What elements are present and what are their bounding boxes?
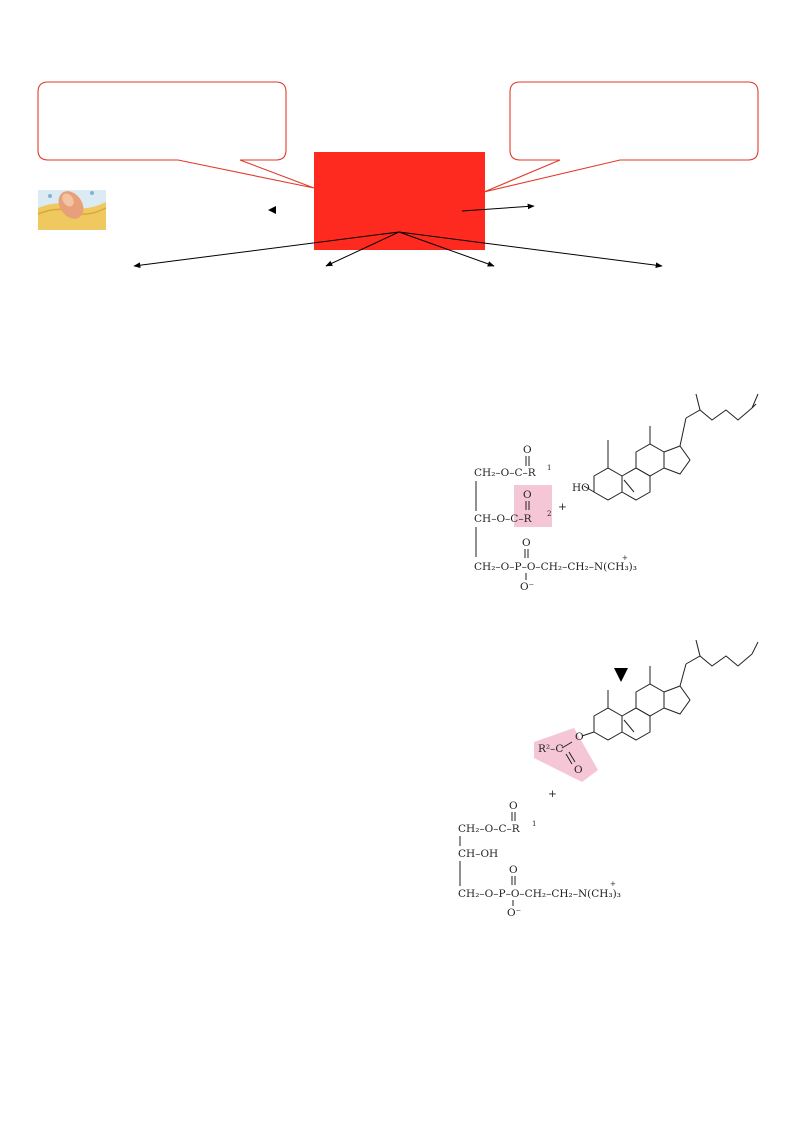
center-enzyme-box [314, 152, 485, 250]
bottom-r1-sup: 1 [532, 820, 536, 828]
left-small-arrowhead [268, 206, 276, 214]
bottom-plus-sign: + [548, 788, 557, 800]
top-r2-highlight [514, 485, 552, 527]
bottom-ester-o: O [575, 731, 584, 743]
top-phosphate-group: CH₂–O–P–O–CH₂–CH₂–N(CH₃)₃ [474, 561, 637, 573]
bottom-ester-highlight [534, 728, 598, 782]
left-callout-bubble [37, 81, 315, 189]
cell-membrane-icon [37, 190, 107, 230]
right-callout-bubble [483, 81, 759, 193]
top-r2-sup: 2 [547, 510, 551, 518]
top-plus-sign: + [558, 501, 567, 513]
down-arrow-2 [325, 231, 400, 267]
bottom-n-plus: + [610, 880, 616, 888]
bottom-reaction-panel: O R²–C O + O CH₂–O–C–R 1 CH–OH O CH₂–O–P… [443, 630, 759, 919]
cholesterol-structure-bottom [581, 639, 759, 741]
bottom-r1-group: CH₂–O–C–R [458, 823, 521, 835]
down-triangle-icon [614, 668, 628, 682]
bottom-oh-group: CH–OH [458, 848, 498, 860]
bottom-phosphate-group: CH₂–O–P–O–CH₂–CH₂–N(CH₃)₃ [458, 888, 621, 900]
bottom-carbonyl-o: O [509, 800, 518, 812]
down-arrow-4 [398, 231, 663, 268]
cholesterol-structure-top [583, 393, 759, 501]
top-r1-sup: 1 [547, 464, 551, 472]
bottom-ester-group: R²–C [538, 743, 563, 755]
top-phosphate-o-bottom: O⁻ [520, 581, 534, 593]
bottom-phosphate-o-bottom: O⁻ [507, 907, 521, 919]
top-r2-carbonyl-o: O [523, 489, 532, 501]
right-arrow [461, 203, 535, 212]
bottom-phosphate-o-top: O [509, 864, 518, 876]
top-reaction-panel: HO O CH₂–O–C–R 1 O CH–O–C–R 2 + O CH₂–O–… [443, 380, 759, 593]
top-r2-group: CH–O–C–R [474, 513, 533, 525]
top-n-plus: + [622, 554, 628, 562]
down-arrow-1 [133, 231, 400, 268]
top-r1-group: CH₂–O–C–R [474, 467, 537, 479]
top-carbonyl-o: O [523, 444, 532, 456]
top-phosphate-o-top: O [522, 537, 531, 549]
cholesterol-ho-label: HO [572, 482, 590, 494]
down-arrow-3 [398, 231, 495, 267]
bottom-ester-o-double: O [574, 764, 583, 776]
